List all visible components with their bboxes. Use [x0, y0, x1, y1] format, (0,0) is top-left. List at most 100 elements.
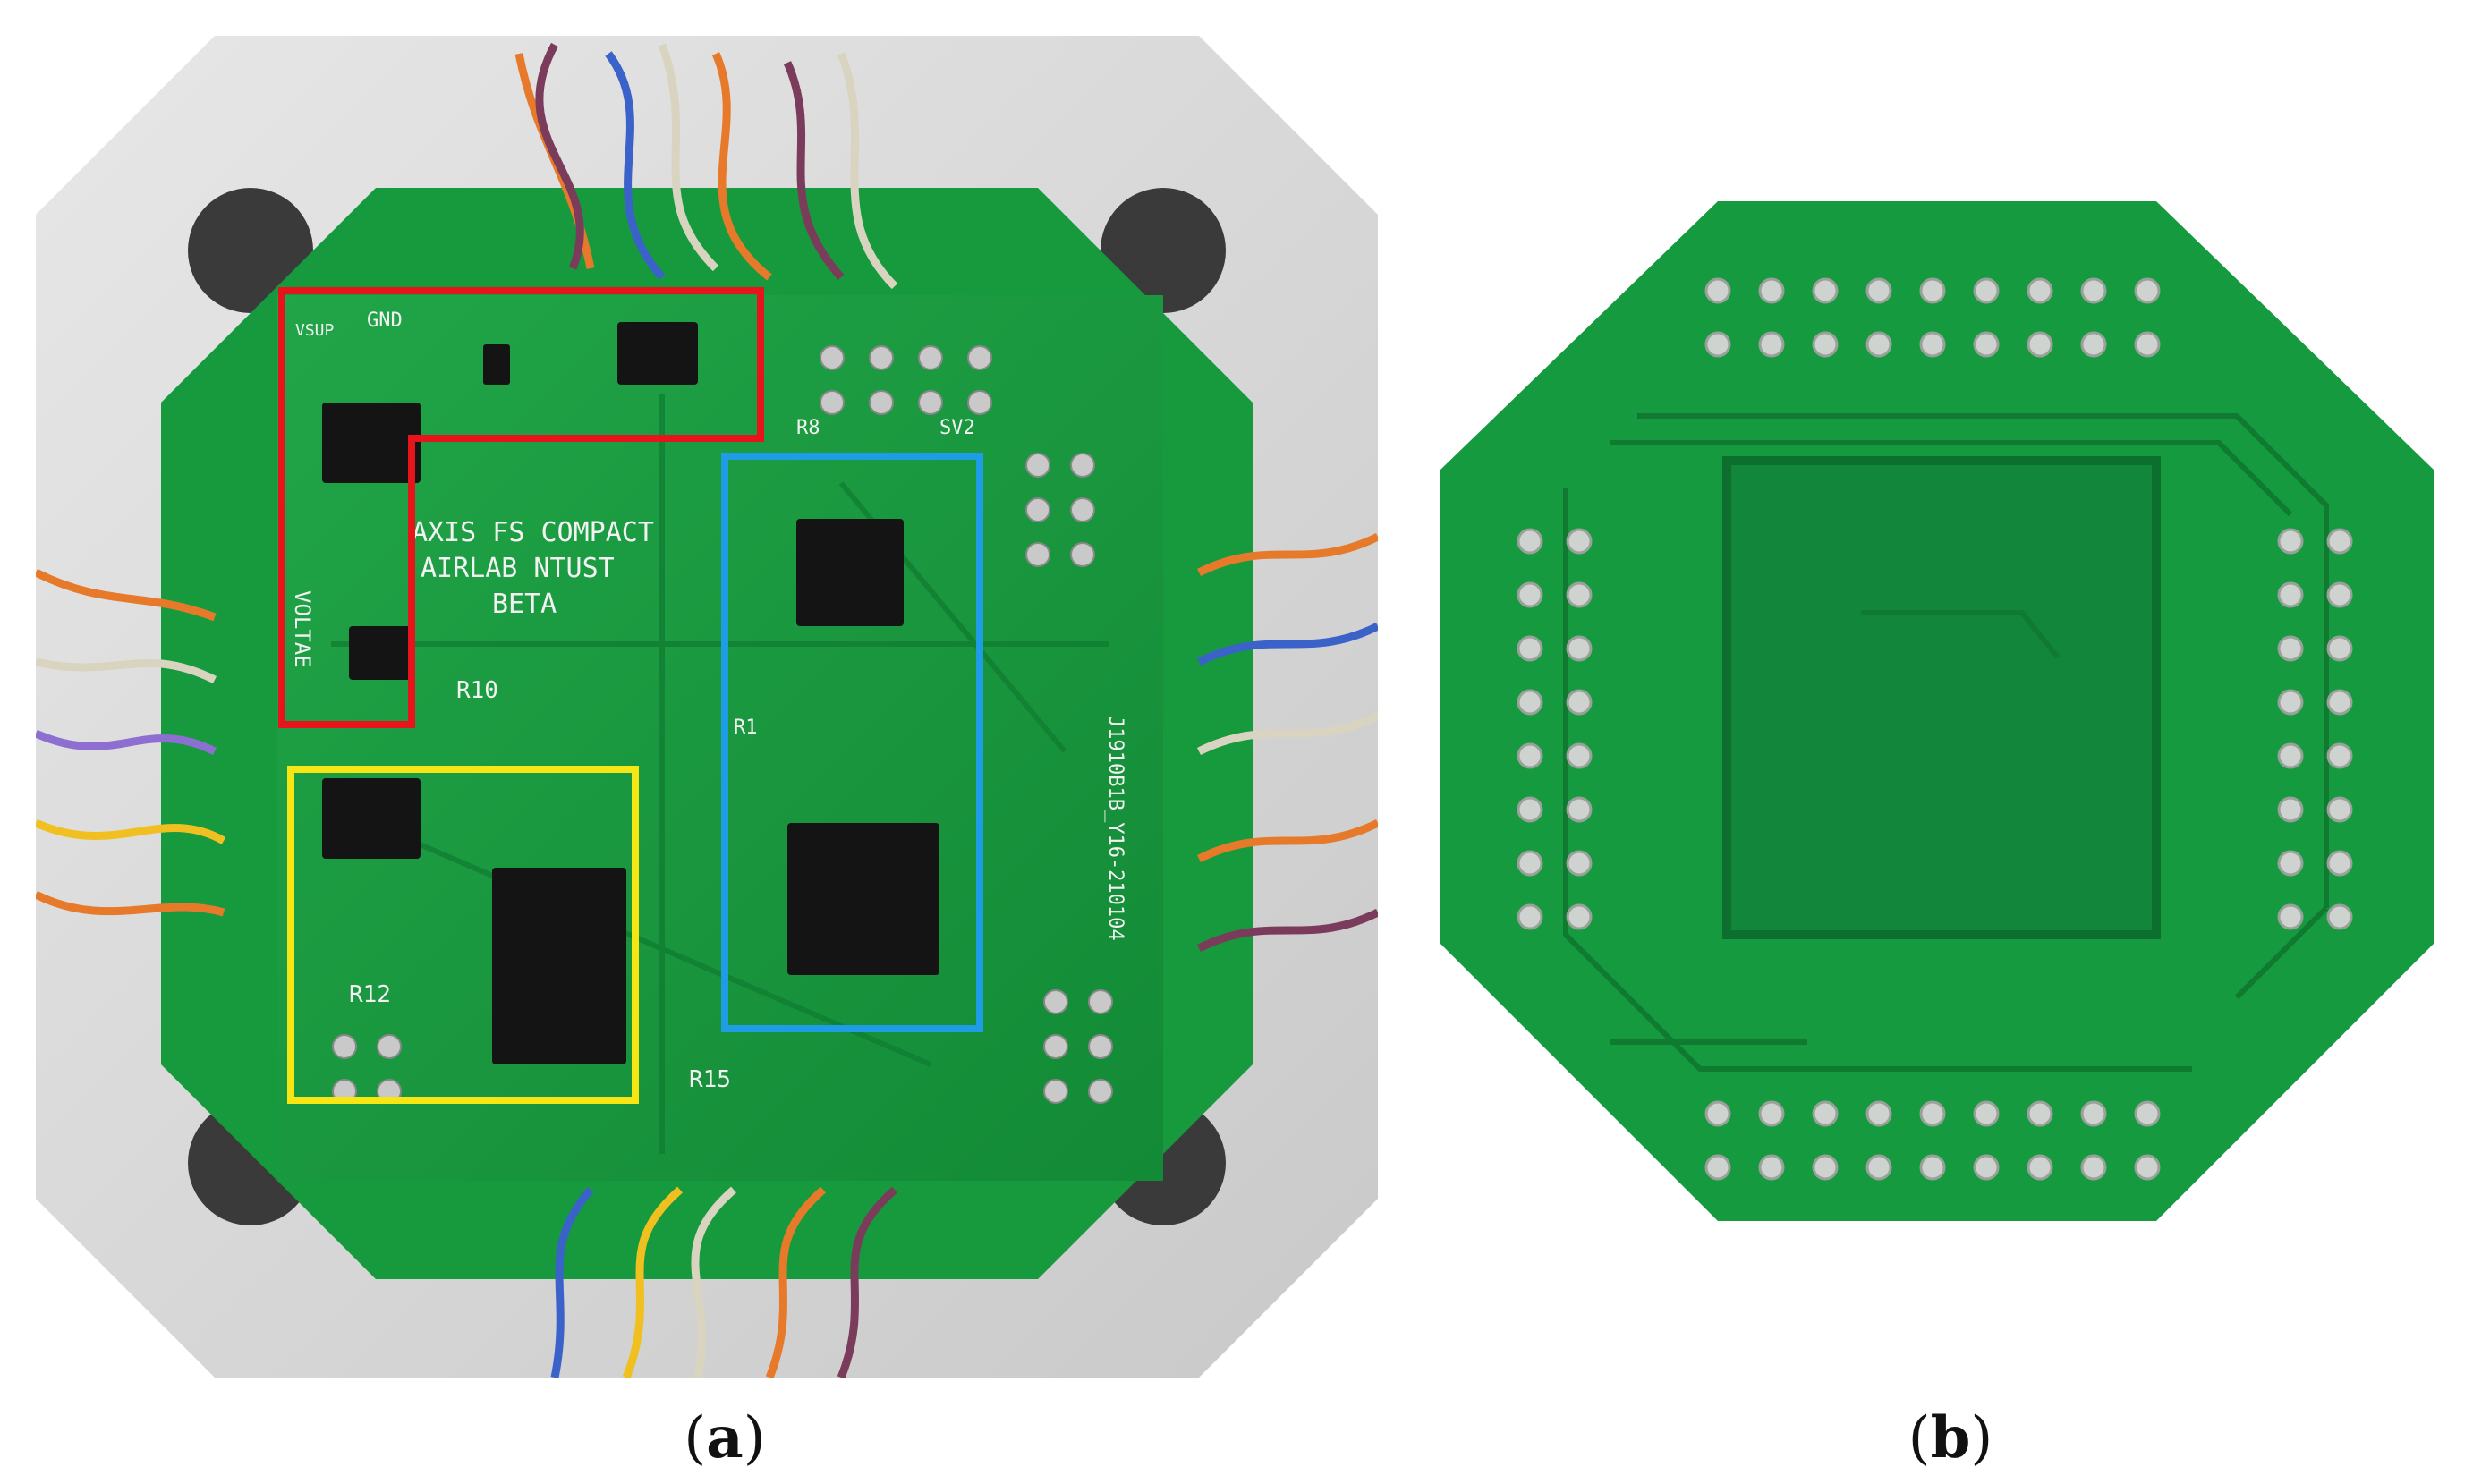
pad [1973, 1154, 2000, 1181]
pad [2277, 742, 2304, 769]
pad [1566, 635, 1593, 662]
pad [1517, 581, 1543, 608]
highlight-red-region [278, 287, 764, 728]
silkscreen-line1: AXIS FS COMPACT [412, 517, 654, 548]
pad [1517, 528, 1543, 555]
pad [1704, 331, 1731, 358]
caption-open-paren: ( [1908, 1405, 1931, 1471]
ic-chip [617, 322, 698, 385]
pad [1566, 581, 1593, 608]
pad [2027, 331, 2053, 358]
caption-b: (b) [1852, 1404, 2049, 1471]
ic-chip [322, 778, 421, 859]
caption-close-paren: ) [1970, 1405, 1993, 1471]
ic-chip [492, 868, 626, 1064]
pad [1973, 1100, 2000, 1127]
pad [2080, 277, 2107, 304]
pad [2080, 331, 2107, 358]
pad [2277, 689, 2304, 716]
pad [1812, 277, 1839, 304]
pad [2080, 1154, 2107, 1181]
pad [1973, 331, 2000, 358]
panel-a-photo: AXIS FS COMPACT AIRLAB NTUST BETA J1910B… [33, 36, 1381, 1379]
caption-a: (a) [626, 1404, 823, 1471]
through-hole-pads: (function(){ const svg = document.curren… [1517, 277, 2353, 1181]
pad [2134, 1154, 2161, 1181]
assembled-pcb-photo: AXIS FS COMPACT AIRLAB NTUST BETA J1910B… [33, 36, 1381, 1379]
silkscreen-label: R10 [456, 677, 498, 704]
pad [1566, 742, 1593, 769]
pad [1919, 1154, 1946, 1181]
silkscreen-date-code: J1910B1B_Y16-210104 [1104, 716, 1126, 941]
pcb-traces [1563, 413, 2329, 1072]
pad [1865, 331, 1892, 358]
pad [1517, 742, 1543, 769]
pad [2326, 742, 2353, 769]
ic-chip [796, 519, 904, 626]
pad [2277, 581, 2304, 608]
pad [1919, 277, 1946, 304]
pad [2277, 903, 2304, 930]
pad [1758, 277, 1785, 304]
pad [2277, 635, 2304, 662]
pad [1865, 1100, 1892, 1127]
silkscreen-label: R15 [689, 1066, 731, 1093]
silkscreen-label: R12 [349, 981, 391, 1008]
pad [1865, 277, 1892, 304]
main-pcb [277, 295, 1163, 1181]
pad [2326, 635, 2353, 662]
pad [1812, 331, 1839, 358]
silkscreen-label: R1 [734, 717, 758, 739]
silkscreen-label: GND [367, 310, 403, 332]
ic-chip [349, 626, 412, 680]
caption-close-paren: ) [743, 1405, 766, 1471]
pad [1919, 1100, 1946, 1127]
bare-pcb-photo: (function(){ const svg = document.curren… [1440, 201, 2434, 1221]
pad [1704, 1154, 1731, 1181]
pad [1566, 796, 1593, 823]
pad [1812, 1154, 1839, 1181]
pad [1566, 528, 1593, 555]
ic-chip [787, 823, 939, 975]
pad [2027, 1154, 2053, 1181]
caption-letter-a: a [706, 1404, 744, 1471]
pad [2134, 1100, 2161, 1127]
pad [1758, 331, 1785, 358]
pad [2277, 850, 2304, 877]
pad [1517, 689, 1543, 716]
pad [2277, 796, 2304, 823]
pad [1919, 331, 1946, 358]
pad [2326, 528, 2353, 555]
silkscreen-line3: BETA [492, 589, 557, 620]
pad [2277, 528, 2304, 555]
pad [1517, 903, 1543, 930]
pad [2326, 689, 2353, 716]
pad [2326, 796, 2353, 823]
pad [1704, 277, 1731, 304]
pad [1517, 850, 1543, 877]
pad [1566, 903, 1593, 930]
pad [1758, 1154, 1785, 1181]
pad [1812, 1100, 1839, 1127]
highlight-yellow-region [287, 766, 639, 1104]
pad [1865, 1154, 1892, 1181]
pad [1758, 1100, 1785, 1127]
ic-chip [483, 344, 510, 385]
silkscreen-label: SV2 [939, 417, 975, 439]
silkscreen-label: VOLTAE [290, 590, 315, 668]
header-pads [332, 345, 1113, 1104]
pad [1566, 689, 1593, 716]
pad [2134, 277, 2161, 304]
highlight-blue-region [721, 453, 983, 1032]
pad [2326, 903, 2353, 930]
ic-chips [322, 322, 939, 1064]
pad [2326, 581, 2353, 608]
ic-chip [322, 403, 421, 483]
panel-b-photo: (function(){ const svg = document.curren… [1432, 192, 2443, 1230]
center-cutout [1722, 456, 2161, 939]
silkscreen-line2: AIRLAB NTUST [421, 553, 615, 584]
pad [1973, 277, 2000, 304]
pad [1566, 850, 1593, 877]
caption-open-paren: ( [684, 1405, 707, 1471]
pad [2080, 1100, 2107, 1127]
